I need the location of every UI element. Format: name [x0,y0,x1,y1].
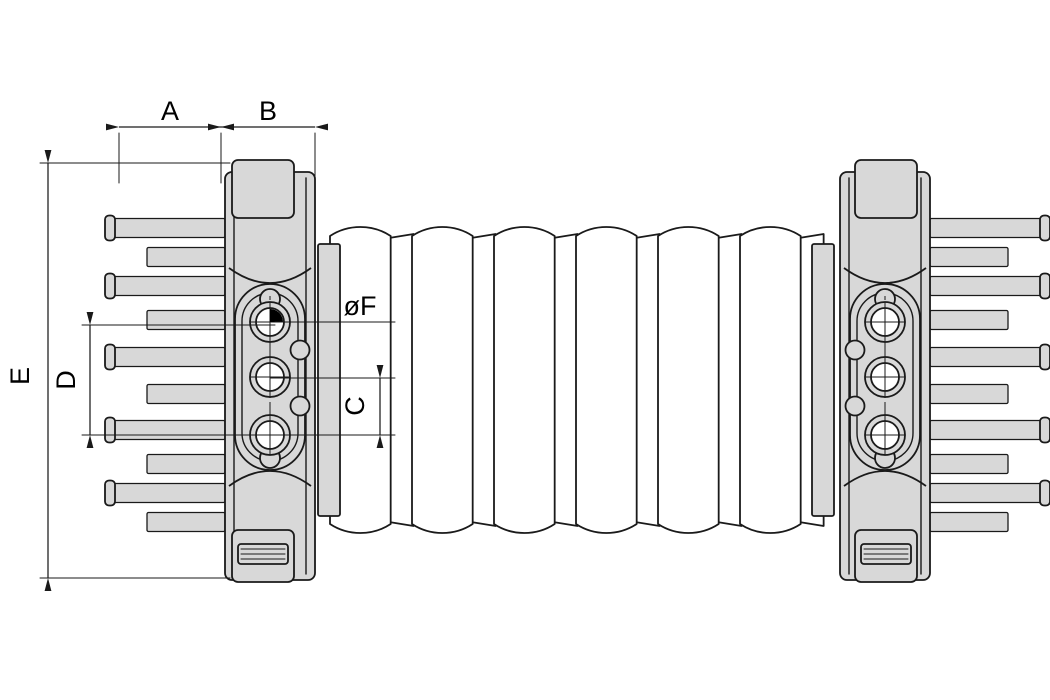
contact-blade [146,383,226,405]
top-cap [854,159,918,219]
contact-blade [112,419,226,441]
contact-blade [929,419,1043,441]
lower-shoulder-arc [843,470,927,487]
contact-blade [929,346,1043,368]
top-cap [231,159,295,219]
contact-tip [104,479,116,507]
dimension-label-B: B [259,96,277,126]
hose-end-collar-left [317,243,341,517]
contact-blade [929,309,1009,331]
aux-hole-0 [289,339,311,361]
upper-shoulder-arc [228,267,312,284]
contact-blade [146,246,226,268]
contact-blade [929,275,1043,297]
upper-shoulder-arc [843,267,927,284]
hose-valley [470,233,497,527]
dimension-label-D: D [51,370,81,390]
hose-end-collar-right [811,243,835,517]
hose-valley [634,233,661,527]
contact-pin-array [929,214,1050,533]
contact-tip [104,416,116,444]
hose-convolution [329,226,392,534]
contact-tip [104,343,116,371]
contact-pin-array [104,214,226,533]
hose-convolution [739,226,802,534]
hose-valley [388,233,415,527]
lower-shoulder-arc [228,470,312,487]
contact-blade [112,217,226,239]
hose-convolution [657,226,720,534]
hose-convolution [493,226,556,534]
aux-hole-0 [844,339,866,361]
contact-tip [1039,343,1050,371]
contact-tip [1039,479,1050,507]
contact-blade [146,309,226,331]
contact-blade [929,482,1043,504]
contact-blade [929,383,1009,405]
aux-hole-1 [289,395,311,417]
dimension-label-C: C [340,396,370,416]
keying-marker [270,309,283,322]
hose-convolution [411,226,474,534]
hose-convolution [575,226,638,534]
contact-tip [1039,272,1050,300]
contact-tip [1039,416,1050,444]
dimension-label-A: A [161,96,179,126]
contact-blade [929,453,1009,475]
right-connector [839,159,1050,583]
contact-tip [104,272,116,300]
dimension-label-E: E [5,367,35,385]
contact-blade [929,511,1009,533]
face-outer-oval [234,283,306,471]
corrugated-hose [317,226,835,534]
dimension-label-F: øF [344,291,377,321]
contact-blade [112,346,226,368]
contact-blade [112,275,226,297]
face-outer-oval [849,283,921,471]
contact-tip [104,214,116,242]
contact-blade [146,453,226,475]
contact-blade [146,511,226,533]
contact-blade [929,217,1043,239]
hose-valley [716,233,743,527]
aux-hole-1 [844,395,866,417]
hose-valley [552,233,579,527]
contact-tip [1039,214,1050,242]
contact-blade [112,482,226,504]
contact-blade [929,246,1009,268]
left-connector [104,159,316,583]
